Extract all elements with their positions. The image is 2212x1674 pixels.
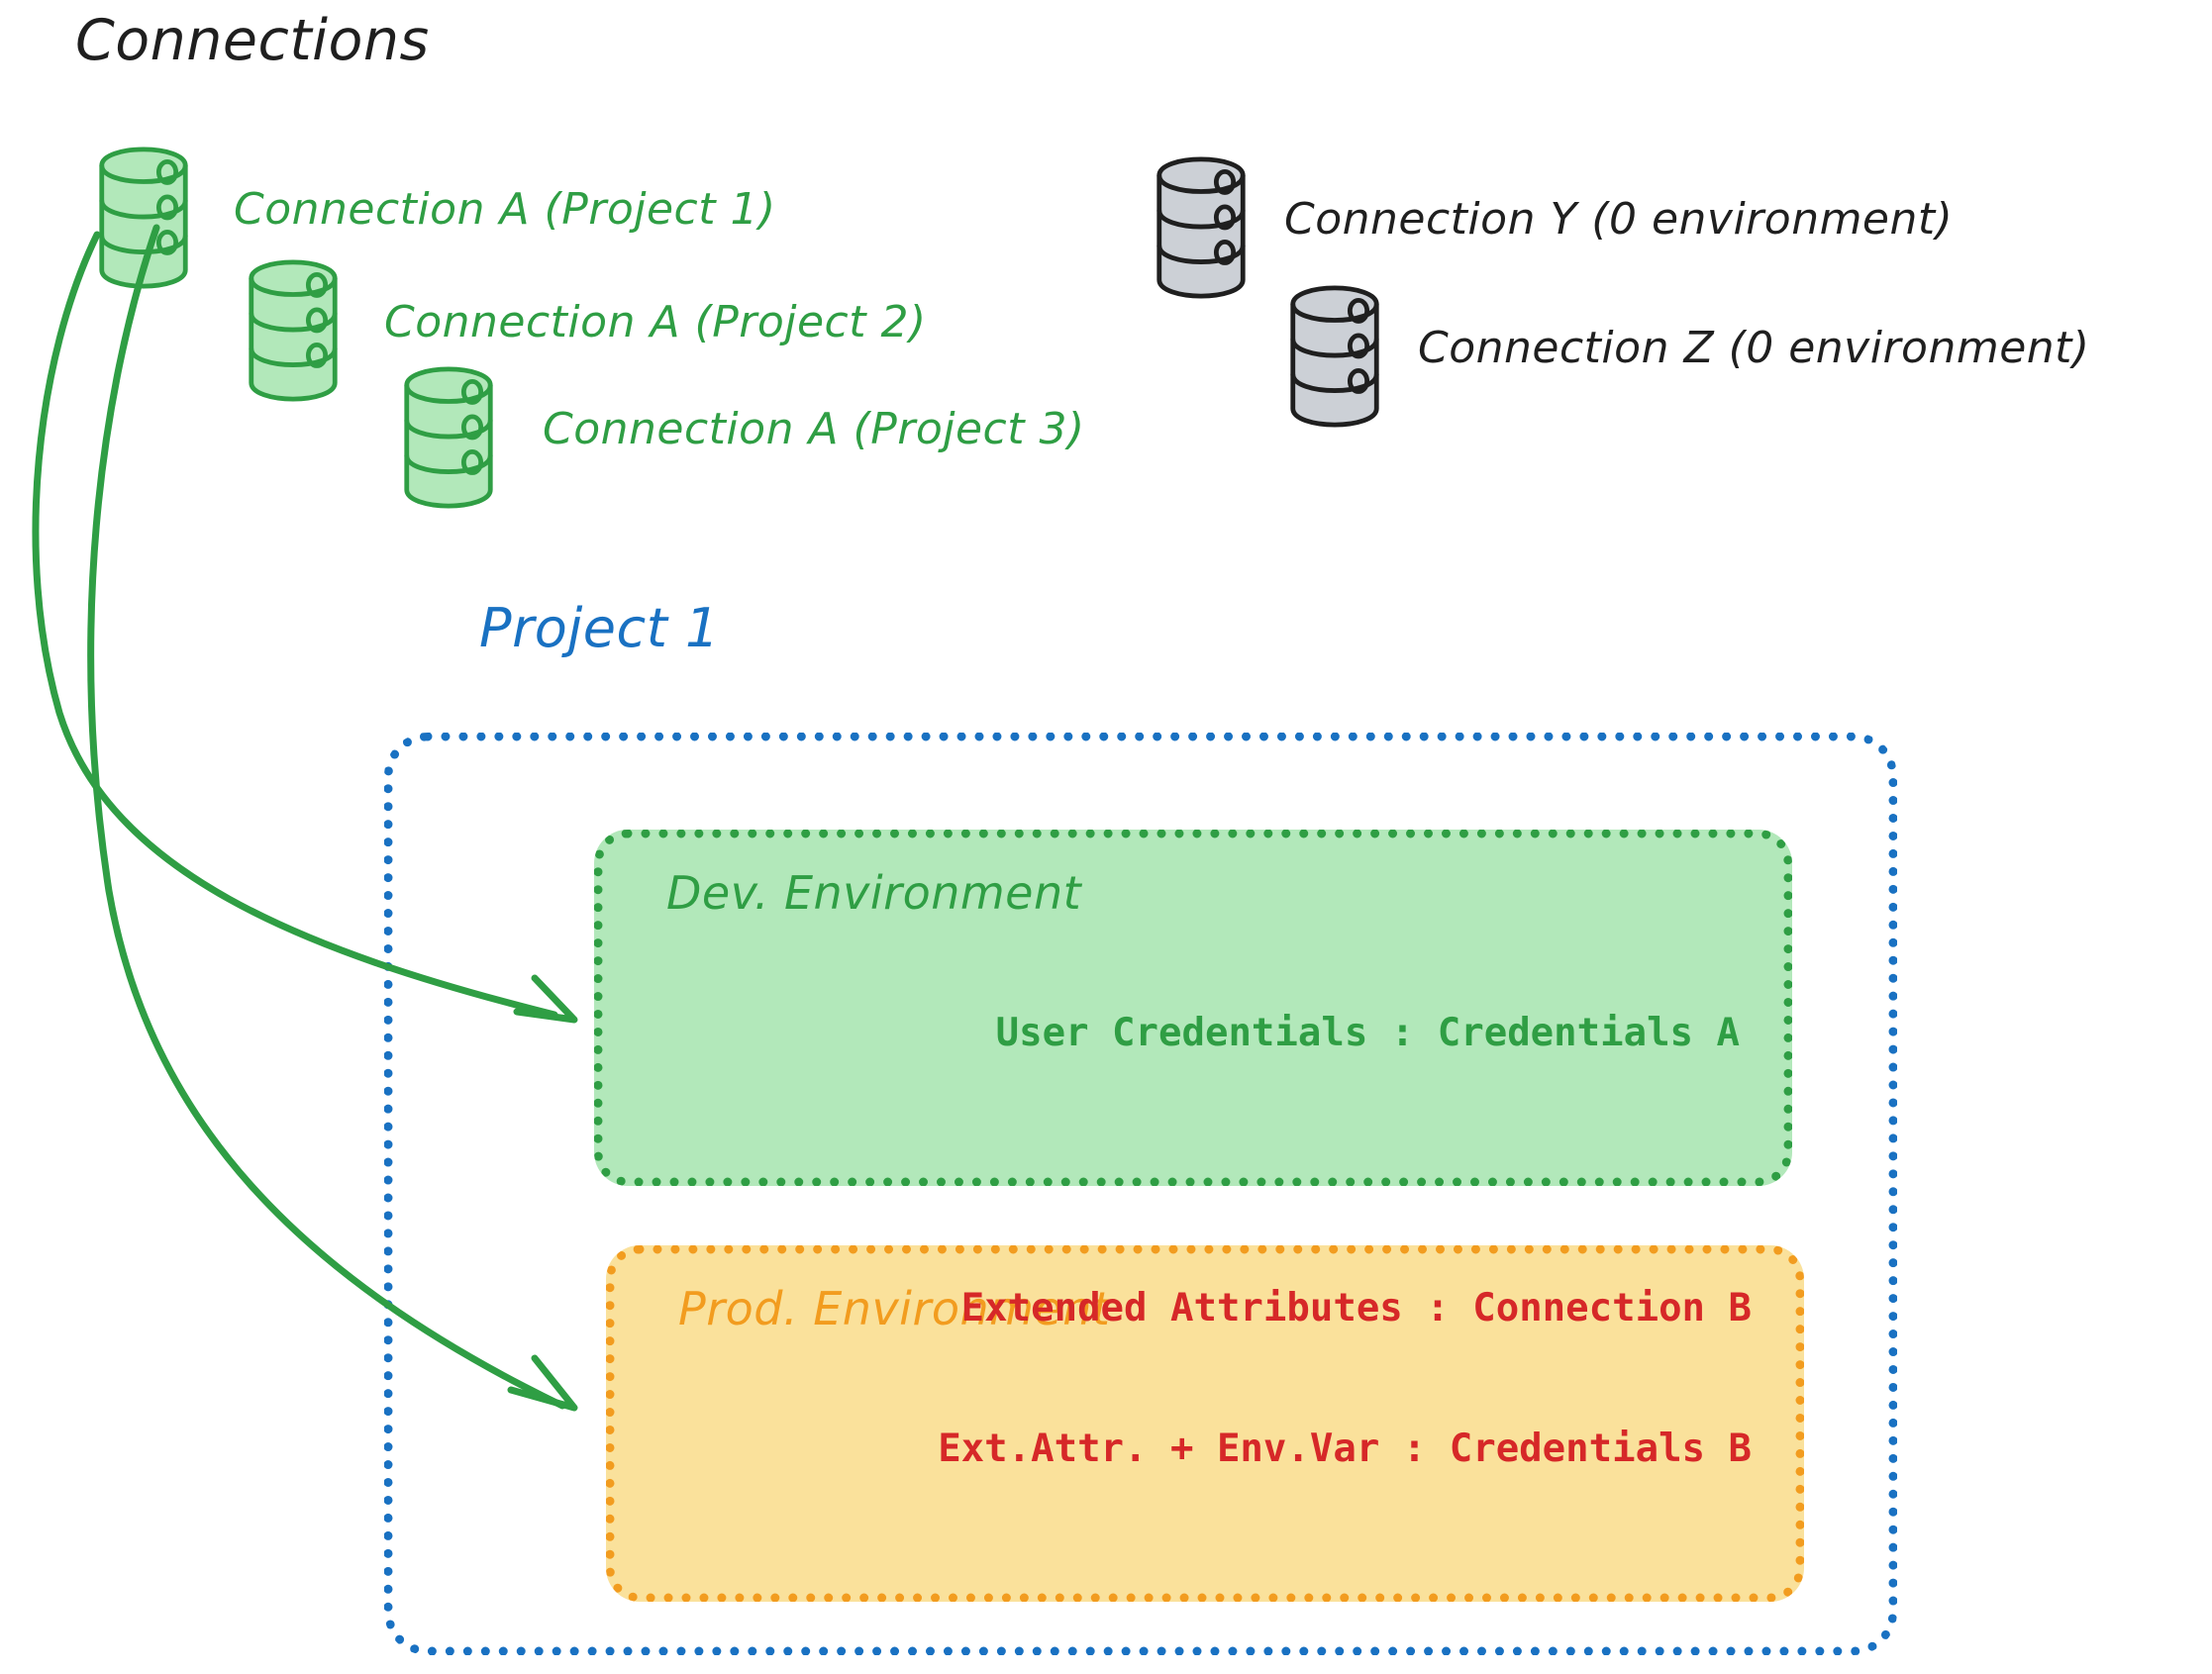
prod-environment-line-1: Extended Attributes : Connection B <box>960 1285 1752 1330</box>
connection-label-y: Connection Y (0 environment) <box>1284 194 1954 245</box>
database-icon-connection-z <box>1293 288 1376 425</box>
database-icon-connection-a-project-2 <box>251 262 335 399</box>
dev-environment-title: Dev. Environment <box>666 866 1082 920</box>
database-icon-connection-y <box>1159 159 1243 296</box>
prod-environment-box: Prod. Environment Extended Attributes : … <box>606 1245 1804 1602</box>
prod-environment-title: Prod. Environment <box>678 1282 1111 1335</box>
connection-label-a-project-2: Connection A (Project 2) <box>384 297 927 347</box>
connection-label-a-project-1: Connection A (Project 1) <box>234 184 776 235</box>
connection-label-z: Connection Z (0 environment) <box>1418 323 2090 373</box>
database-icon-connection-a-project-1 <box>102 149 185 286</box>
page-title: Connections <box>75 8 430 73</box>
dev-environment-box: Dev. Environment User Credentials : Cred… <box>594 830 1792 1186</box>
project-title: Project 1 <box>479 597 720 659</box>
prod-environment-line-2: Ext.Attr. + Env.Var : Credentials B <box>938 1427 1752 1472</box>
connection-label-a-project-3: Connection A (Project 3) <box>543 404 1085 454</box>
dev-environment-line-1: User Credentials : Credentials A <box>995 1011 1740 1056</box>
dev-environment-details: User Credentials : Credentials A <box>996 916 1740 1151</box>
database-icon-connection-a-project-3 <box>407 369 490 506</box>
prod-environment-details: Extended Attributes : Connection B Ext.A… <box>938 1190 1752 1567</box>
